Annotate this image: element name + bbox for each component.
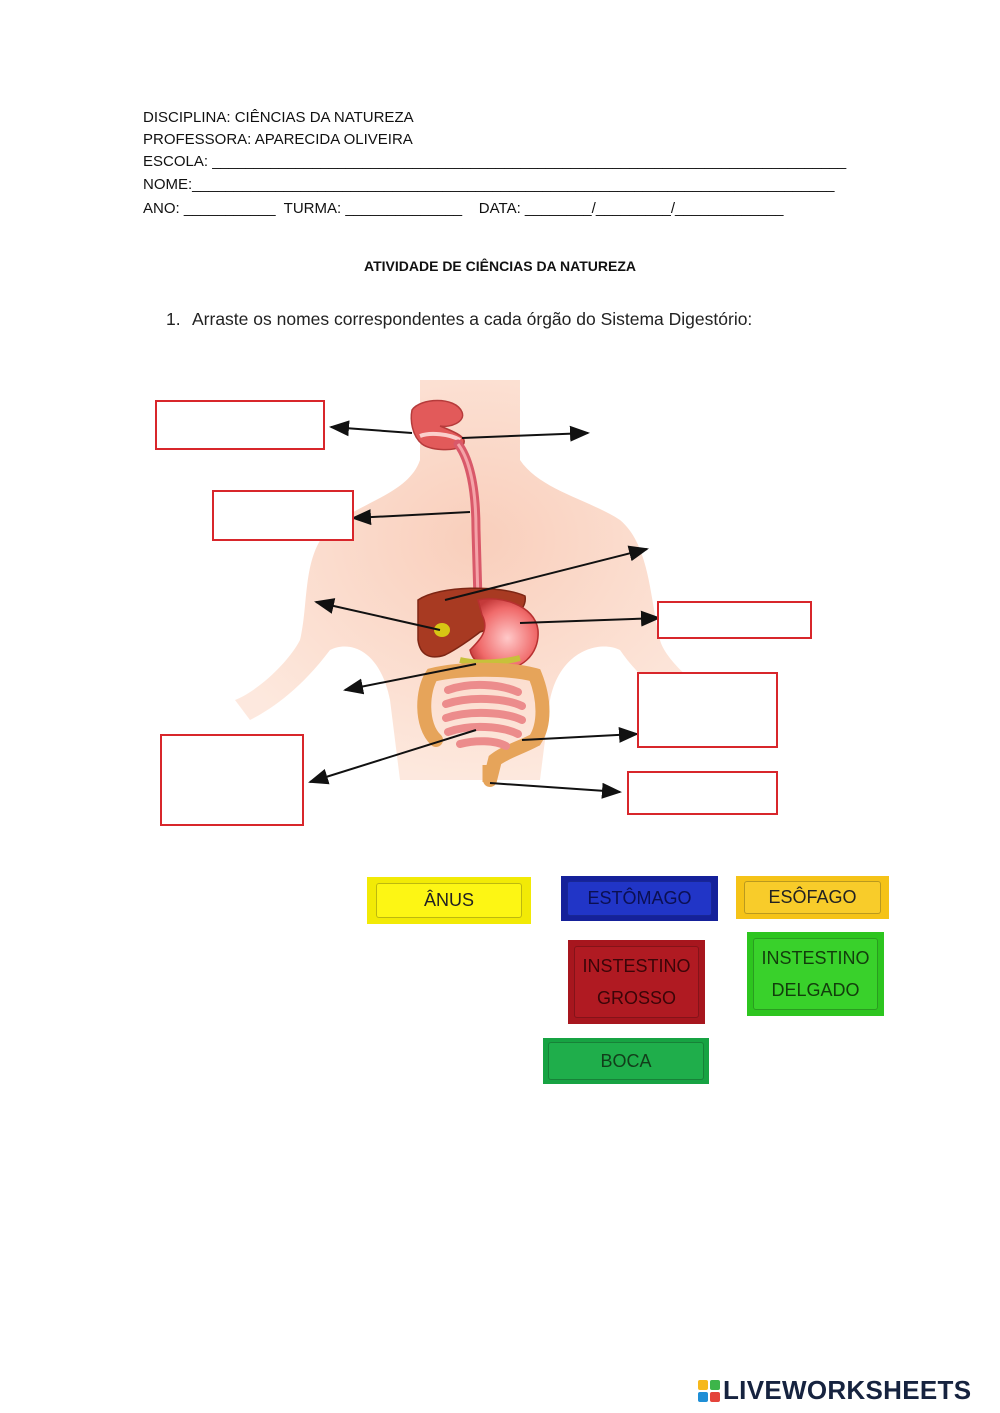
name-line: NOME:___________________________________… bbox=[143, 176, 835, 193]
liveworksheets-mark-icon bbox=[698, 1379, 720, 1402]
gallbladder-organ bbox=[434, 623, 450, 637]
tile-boca-label: BOCA bbox=[548, 1042, 704, 1080]
tile-intestino-delgado-line1: INSTESTINO bbox=[761, 948, 870, 968]
arrow-stomach bbox=[519, 610, 661, 627]
small-intestine-organ bbox=[442, 680, 526, 750]
drop-box-large-intestine[interactable] bbox=[637, 672, 778, 748]
year-class-date-line: ANO: ___________ TURMA: ______________ D… bbox=[143, 200, 784, 217]
pancreas-organ bbox=[459, 655, 521, 666]
arrow-large-intestine bbox=[521, 726, 639, 743]
tile-estomago[interactable]: ESTÔMAGO bbox=[561, 876, 718, 921]
tile-estomago-label: ESTÔMAGO bbox=[567, 881, 712, 916]
discipline-line: DISCIPLINA: CIÊNCIAS DA NATUREZA bbox=[143, 109, 414, 126]
large-intestine-organ bbox=[417, 662, 550, 787]
question-number: 1. bbox=[166, 309, 181, 329]
tile-intestino-delgado-label: INSTESTINO DELGADO bbox=[753, 938, 878, 1010]
arrow-mouth-left bbox=[329, 420, 413, 437]
tile-intestino-delgado[interactable]: INSTESTINO DELGADO bbox=[747, 932, 884, 1016]
arrow-pancreas bbox=[343, 663, 477, 695]
drop-box-mouth[interactable] bbox=[155, 400, 325, 450]
tile-intestino-grosso-label: INSTESTINO GROSSO bbox=[574, 946, 699, 1018]
drop-box-anus[interactable] bbox=[627, 771, 778, 815]
tile-intestino-grosso[interactable]: INSTESTINO GROSSO bbox=[568, 940, 705, 1024]
school-line: ESCOLA: ________________________________… bbox=[143, 153, 847, 170]
liveworksheets-logo: LIVEWORKSHEETS bbox=[698, 1375, 971, 1406]
activity-title: ATIVIDADE DE CIÊNCIAS DA NATUREZA bbox=[364, 258, 636, 274]
tile-esofago[interactable]: ESÔFAGO bbox=[736, 876, 889, 919]
drop-box-stomach[interactable] bbox=[657, 601, 812, 639]
tile-boca[interactable]: BOCA bbox=[543, 1038, 709, 1084]
arrow-esophagus bbox=[351, 509, 471, 526]
liveworksheets-wordmark: LIVEWORKSHEETS bbox=[723, 1375, 972, 1405]
question-1: 1. Arraste os nomes correspondentes a cad… bbox=[166, 309, 752, 330]
question-text: Arraste os nomes correspondentes a cada … bbox=[192, 309, 753, 329]
tile-anus[interactable]: ÂNUS bbox=[367, 877, 531, 924]
arrow-upper-right bbox=[444, 545, 649, 601]
arrow-mouth-right bbox=[461, 425, 590, 442]
arrow-small-intestine bbox=[308, 729, 477, 785]
drop-box-small-intestine[interactable] bbox=[160, 734, 304, 826]
drop-box-esophagus[interactable] bbox=[212, 490, 354, 541]
teacher-line: PROFESSORA: APARECIDA OLIVEIRA bbox=[143, 131, 413, 148]
tile-intestino-grosso-line2: GROSSO bbox=[596, 988, 676, 1008]
tile-anus-label: ÂNUS bbox=[376, 883, 522, 918]
arrow-anus bbox=[489, 782, 622, 799]
tile-intestino-delgado-line2: DELGADO bbox=[771, 980, 860, 1000]
tile-intestino-grosso-line1: INSTESTINO bbox=[582, 956, 691, 976]
arrow-liver bbox=[314, 598, 441, 631]
tile-esofago-label: ESÔFAGO bbox=[744, 881, 881, 914]
